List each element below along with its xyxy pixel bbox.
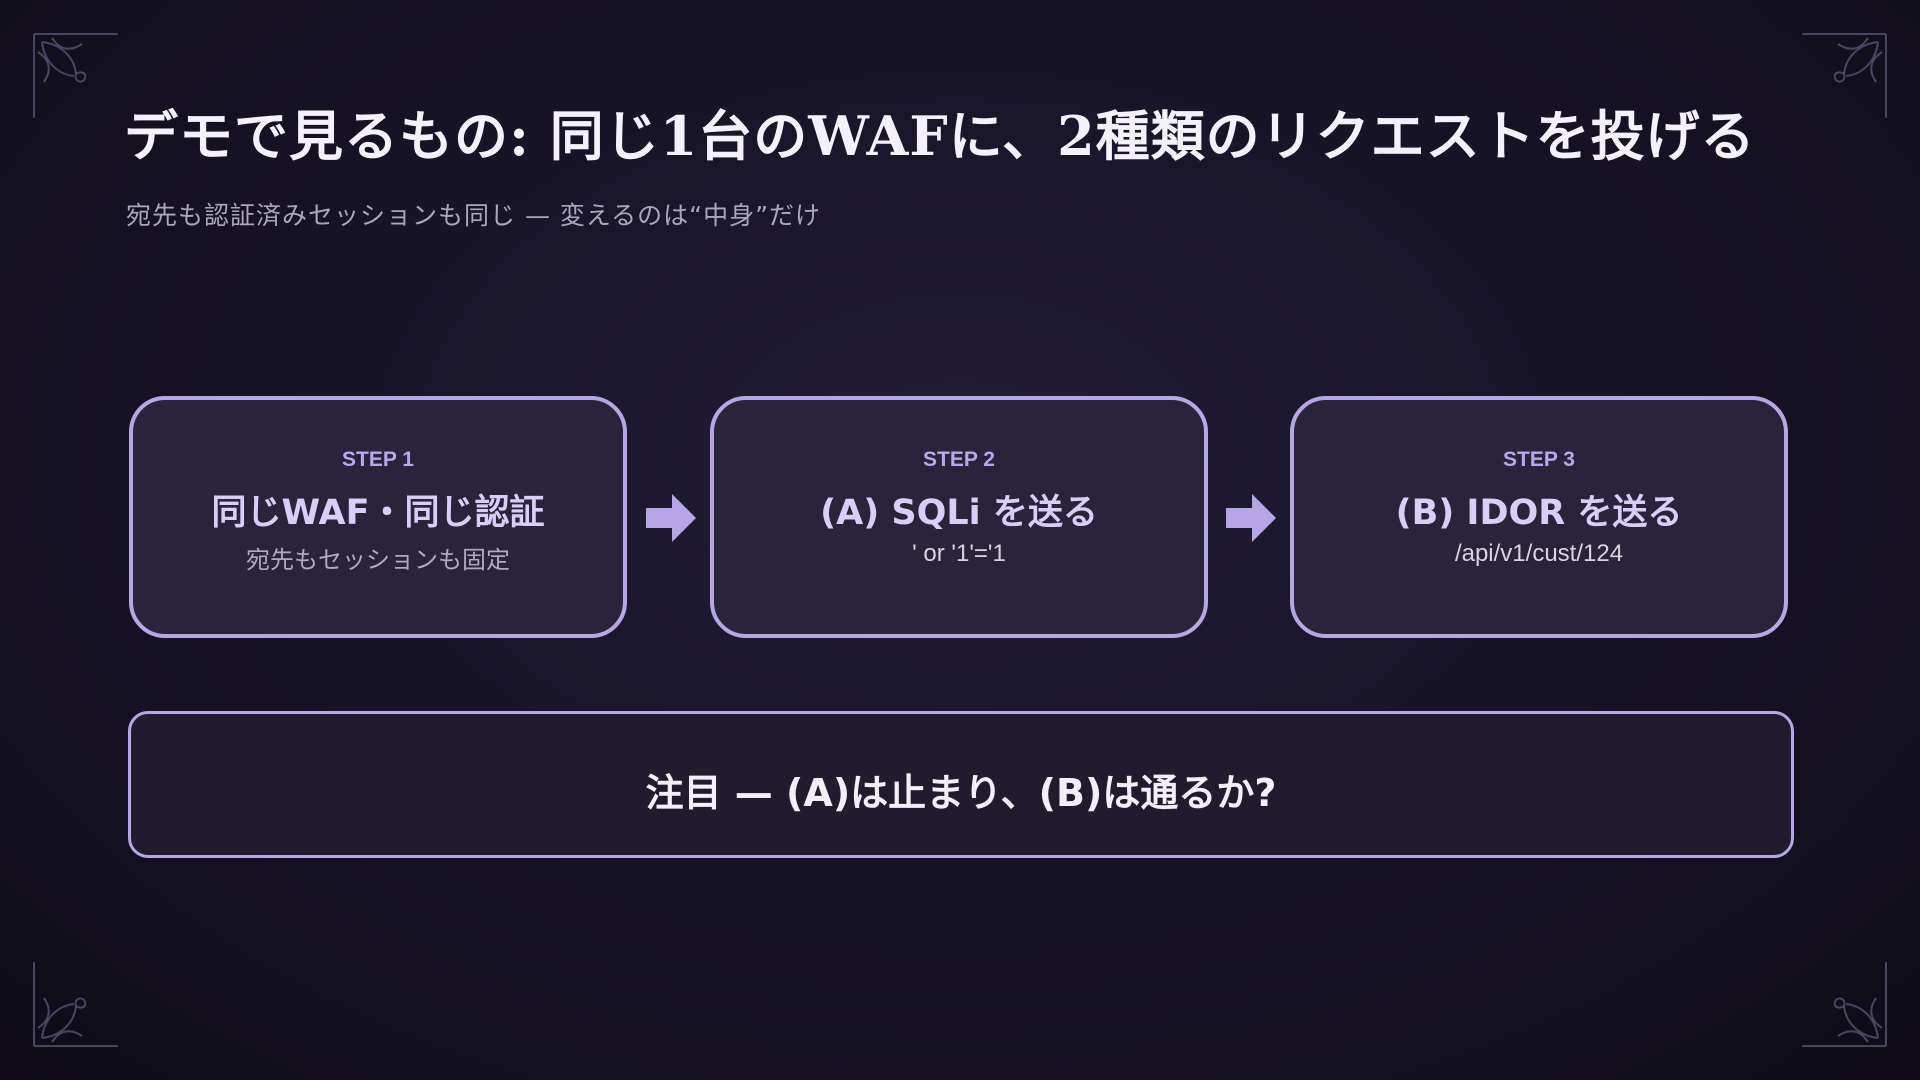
callout-text: 注目 — (A)は止まり、(B)は通るか?: [645, 771, 1277, 815]
step-heading: (A) SQLi を送る: [820, 493, 1098, 533]
arrow-right-icon: [1226, 494, 1276, 542]
step-heading: 同じWAF・同じ認証: [211, 493, 545, 533]
ornament-corner-icon: [33, 33, 118, 118]
step-card-2: STEP 2 (A) SQLi を送る ' or '1'='1: [710, 396, 1208, 638]
step-label: STEP 1: [342, 448, 414, 471]
slide-subtitle: 宛先も認証済みセッションも同じ — 変えるのは“中身”だけ: [126, 201, 822, 230]
step-card-1: STEP 1 同じWAF・同じ認証 宛先もセッションも固定: [129, 396, 627, 638]
step-detail: 宛先もセッションも固定: [246, 546, 510, 574]
slide-title: デモで見るもの: 同じ1台のWAFに、2種類のリクエストを投げる: [124, 104, 1756, 168]
arrow-right-icon: [646, 494, 696, 542]
callout-box: 注目 — (A)は止まり、(B)は通るか?: [128, 711, 1794, 858]
step-detail: /api/v1/cust/124: [1454, 540, 1624, 567]
ornament-corner-icon: [1802, 962, 1887, 1047]
ornament-corner-icon: [1802, 33, 1887, 118]
step-label: STEP 3: [1503, 448, 1575, 471]
step-heading: (B) IDOR を送る: [1395, 493, 1683, 533]
ornament-corner-icon: [33, 962, 118, 1047]
step-label: STEP 2: [923, 448, 995, 471]
step-card-3: STEP 3 (B) IDOR を送る /api/v1/cust/124: [1290, 396, 1788, 638]
step-detail: ' or '1'='1: [912, 540, 1006, 567]
